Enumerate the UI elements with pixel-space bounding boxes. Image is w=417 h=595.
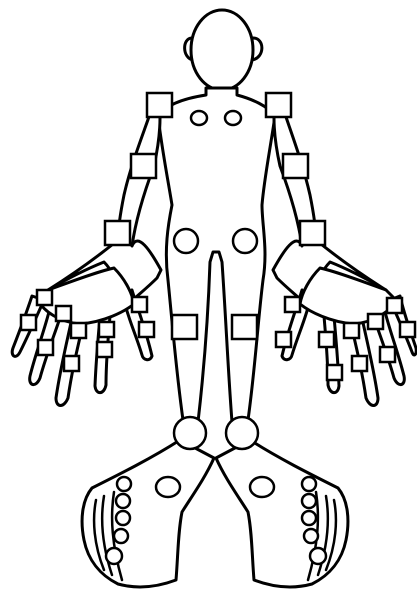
body-outline (158, 10, 275, 422)
torso-and-legs (158, 88, 275, 422)
left-thumb-mcp-joint[interactable] (139, 322, 154, 337)
left-middle-pip-joint[interactable] (64, 356, 79, 371)
left-hip-joint[interactable] (174, 229, 198, 253)
left-ring-pip-joint[interactable] (38, 340, 53, 355)
right-foot (216, 440, 348, 587)
right-thumb-mcp-joint[interactable] (276, 332, 291, 347)
left-shoulder-joint[interactable] (147, 93, 172, 117)
right-shoulder-joint[interactable] (266, 93, 291, 117)
left-index-pip-joint[interactable] (97, 342, 112, 357)
left-elbow-joint[interactable] (131, 154, 156, 178)
right-toe-joint-4[interactable] (304, 529, 318, 543)
left-toe-joint-4[interactable] (114, 529, 128, 543)
left-thumb-ip-joint[interactable] (132, 297, 147, 312)
right-chest-marker[interactable] (225, 111, 241, 125)
head (191, 10, 253, 90)
right-index-mcp-joint[interactable] (319, 332, 334, 347)
right-ring-pip-joint[interactable] (380, 347, 395, 362)
right-hip-joint[interactable] (233, 229, 257, 253)
right-hindfoot-marker[interactable] (250, 477, 274, 497)
right-little-pip-joint[interactable] (400, 322, 415, 337)
left-foot (82, 440, 214, 587)
left-toe-joint-3[interactable] (116, 511, 130, 525)
right-ring-mcp-joint[interactable] (368, 314, 383, 329)
right-little-mcp-joint[interactable] (387, 298, 402, 313)
right-toe-joint-5[interactable] (310, 548, 326, 564)
left-chest-marker[interactable] (191, 111, 207, 125)
right-toe-joint-1[interactable] (302, 477, 316, 491)
left-little-pip-joint[interactable] (21, 315, 36, 330)
right-index-pip-joint[interactable] (327, 365, 342, 380)
left-knee-joint[interactable] (174, 417, 206, 449)
left-little-mcp-joint[interactable] (37, 290, 52, 305)
left-wrist-joint[interactable] (105, 221, 130, 245)
right-toe-joint-3[interactable] (302, 511, 316, 525)
right-ankle-joint[interactable] (232, 315, 257, 339)
right-wrist-joint[interactable] (300, 221, 325, 245)
left-ring-mcp-joint[interactable] (56, 306, 71, 321)
left-toe-joint-1[interactable] (117, 477, 131, 491)
left-hindfoot-marker[interactable] (156, 477, 180, 497)
left-toe-joint-2[interactable] (116, 494, 130, 508)
right-elbow-joint[interactable] (283, 154, 308, 178)
right-toe-joint-2[interactable] (302, 494, 316, 508)
right-middle-mcp-joint[interactable] (344, 323, 359, 338)
right-knee-joint[interactable] (226, 417, 258, 449)
left-index-mcp-joint[interactable] (99, 322, 114, 337)
left-middle-mcp-joint[interactable] (71, 323, 86, 338)
left-ankle-joint[interactable] (172, 315, 197, 339)
left-toe-joint-5[interactable] (106, 548, 122, 564)
right-middle-pip-joint[interactable] (352, 356, 367, 371)
right-thumb-ip-joint[interactable] (285, 297, 300, 312)
